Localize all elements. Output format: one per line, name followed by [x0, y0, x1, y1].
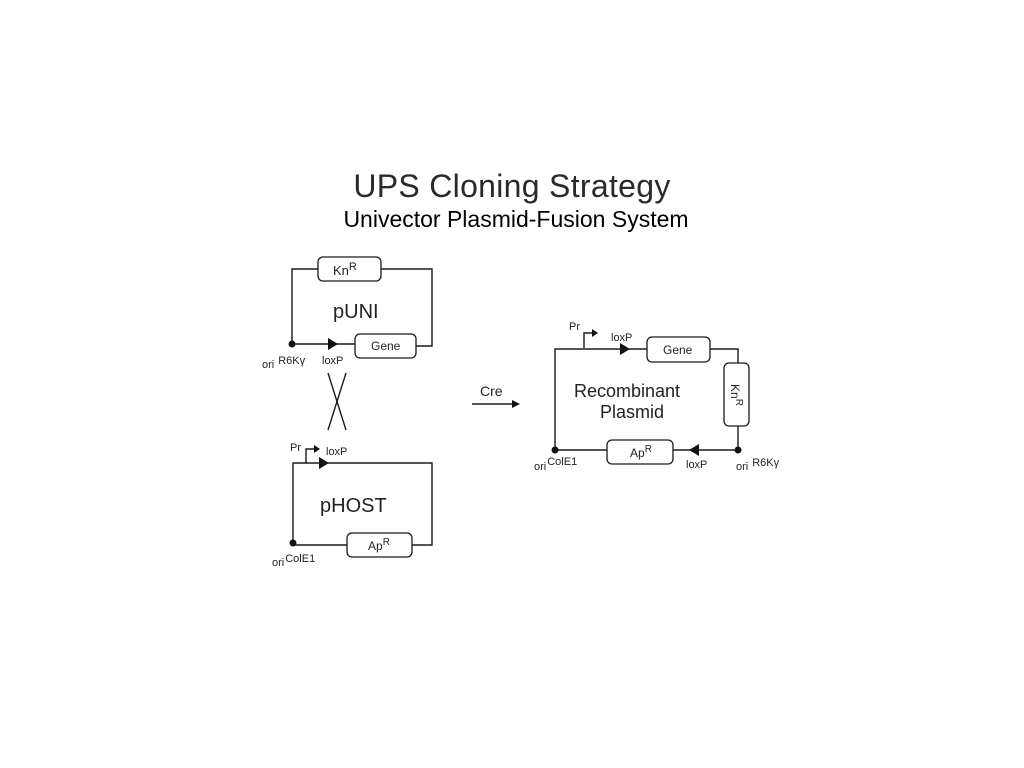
phost-ap-box [346, 532, 413, 558]
phost-promoter-label: Pr [290, 442, 301, 454]
puni-ori-dot [288, 340, 296, 348]
crossover-line-2 [327, 372, 347, 431]
recomb-promoter-label: Pr [569, 321, 580, 333]
recomb-promoter-arrowhead [592, 329, 598, 337]
cre-label: Cre [480, 383, 503, 399]
recomb-loxp-bottom-arrow [689, 444, 699, 456]
recomb-kn-label: KnR [728, 384, 744, 406]
puni-loxp-arrow [328, 338, 338, 350]
phost-loxp-label: loxP [326, 446, 347, 458]
recomb-backbone [554, 348, 739, 451]
puni-loxp-label: loxP [322, 355, 343, 367]
crossover-lines [327, 372, 347, 431]
puni-name: pUNI [333, 301, 379, 323]
diagram-subtitle: Univector Plasmid-Fusion System [343, 206, 689, 232]
phost-ori-dot [289, 539, 297, 547]
puni-gene-box [354, 333, 417, 359]
phost-ori-label: oriColE1 [272, 553, 315, 569]
recombinant-plasmid: Pr loxP Gene KnR Recombinant Plasmid ApR… [534, 321, 780, 473]
recomb-ori-left-dot [551, 446, 559, 454]
cre-reaction: Cre [472, 383, 520, 408]
phost-backbone [292, 462, 433, 546]
diagram-title: UPS Cloning Strategy [353, 168, 671, 204]
recomb-ap-box [606, 439, 674, 465]
recomb-kn-box [723, 362, 750, 427]
phost-name: pHOST [320, 495, 387, 517]
recomb-promoter-arrow-stem [583, 332, 593, 348]
puni-kn-label: KnR [333, 261, 357, 278]
recomb-gene-box [646, 336, 711, 363]
phost-plasmid: Pr loxP pHOST ApR oriColE1 [272, 442, 433, 569]
recomb-ori-left-label: oriColE1 [534, 456, 577, 473]
recomb-name-line2: Plasmid [600, 402, 664, 422]
puni-kn-box [317, 256, 382, 282]
puni-gene-label: Gene [371, 339, 401, 353]
phost-promoter-arrowhead [314, 445, 320, 453]
recomb-ap-label: ApR [630, 444, 652, 460]
reaction-arrowhead [512, 400, 520, 408]
recomb-ori-right-dot [734, 446, 742, 454]
phost-promoter-arrow-stem [305, 448, 315, 463]
recomb-gene-label: Gene [663, 343, 693, 357]
recomb-loxp-top-label: loxP [611, 332, 632, 344]
puni-backbone [291, 268, 433, 347]
recomb-loxp-bottom-label: loxP [686, 459, 707, 471]
phost-ap-label: ApR [368, 537, 390, 553]
recomb-name-line1: Recombinant [574, 381, 680, 401]
